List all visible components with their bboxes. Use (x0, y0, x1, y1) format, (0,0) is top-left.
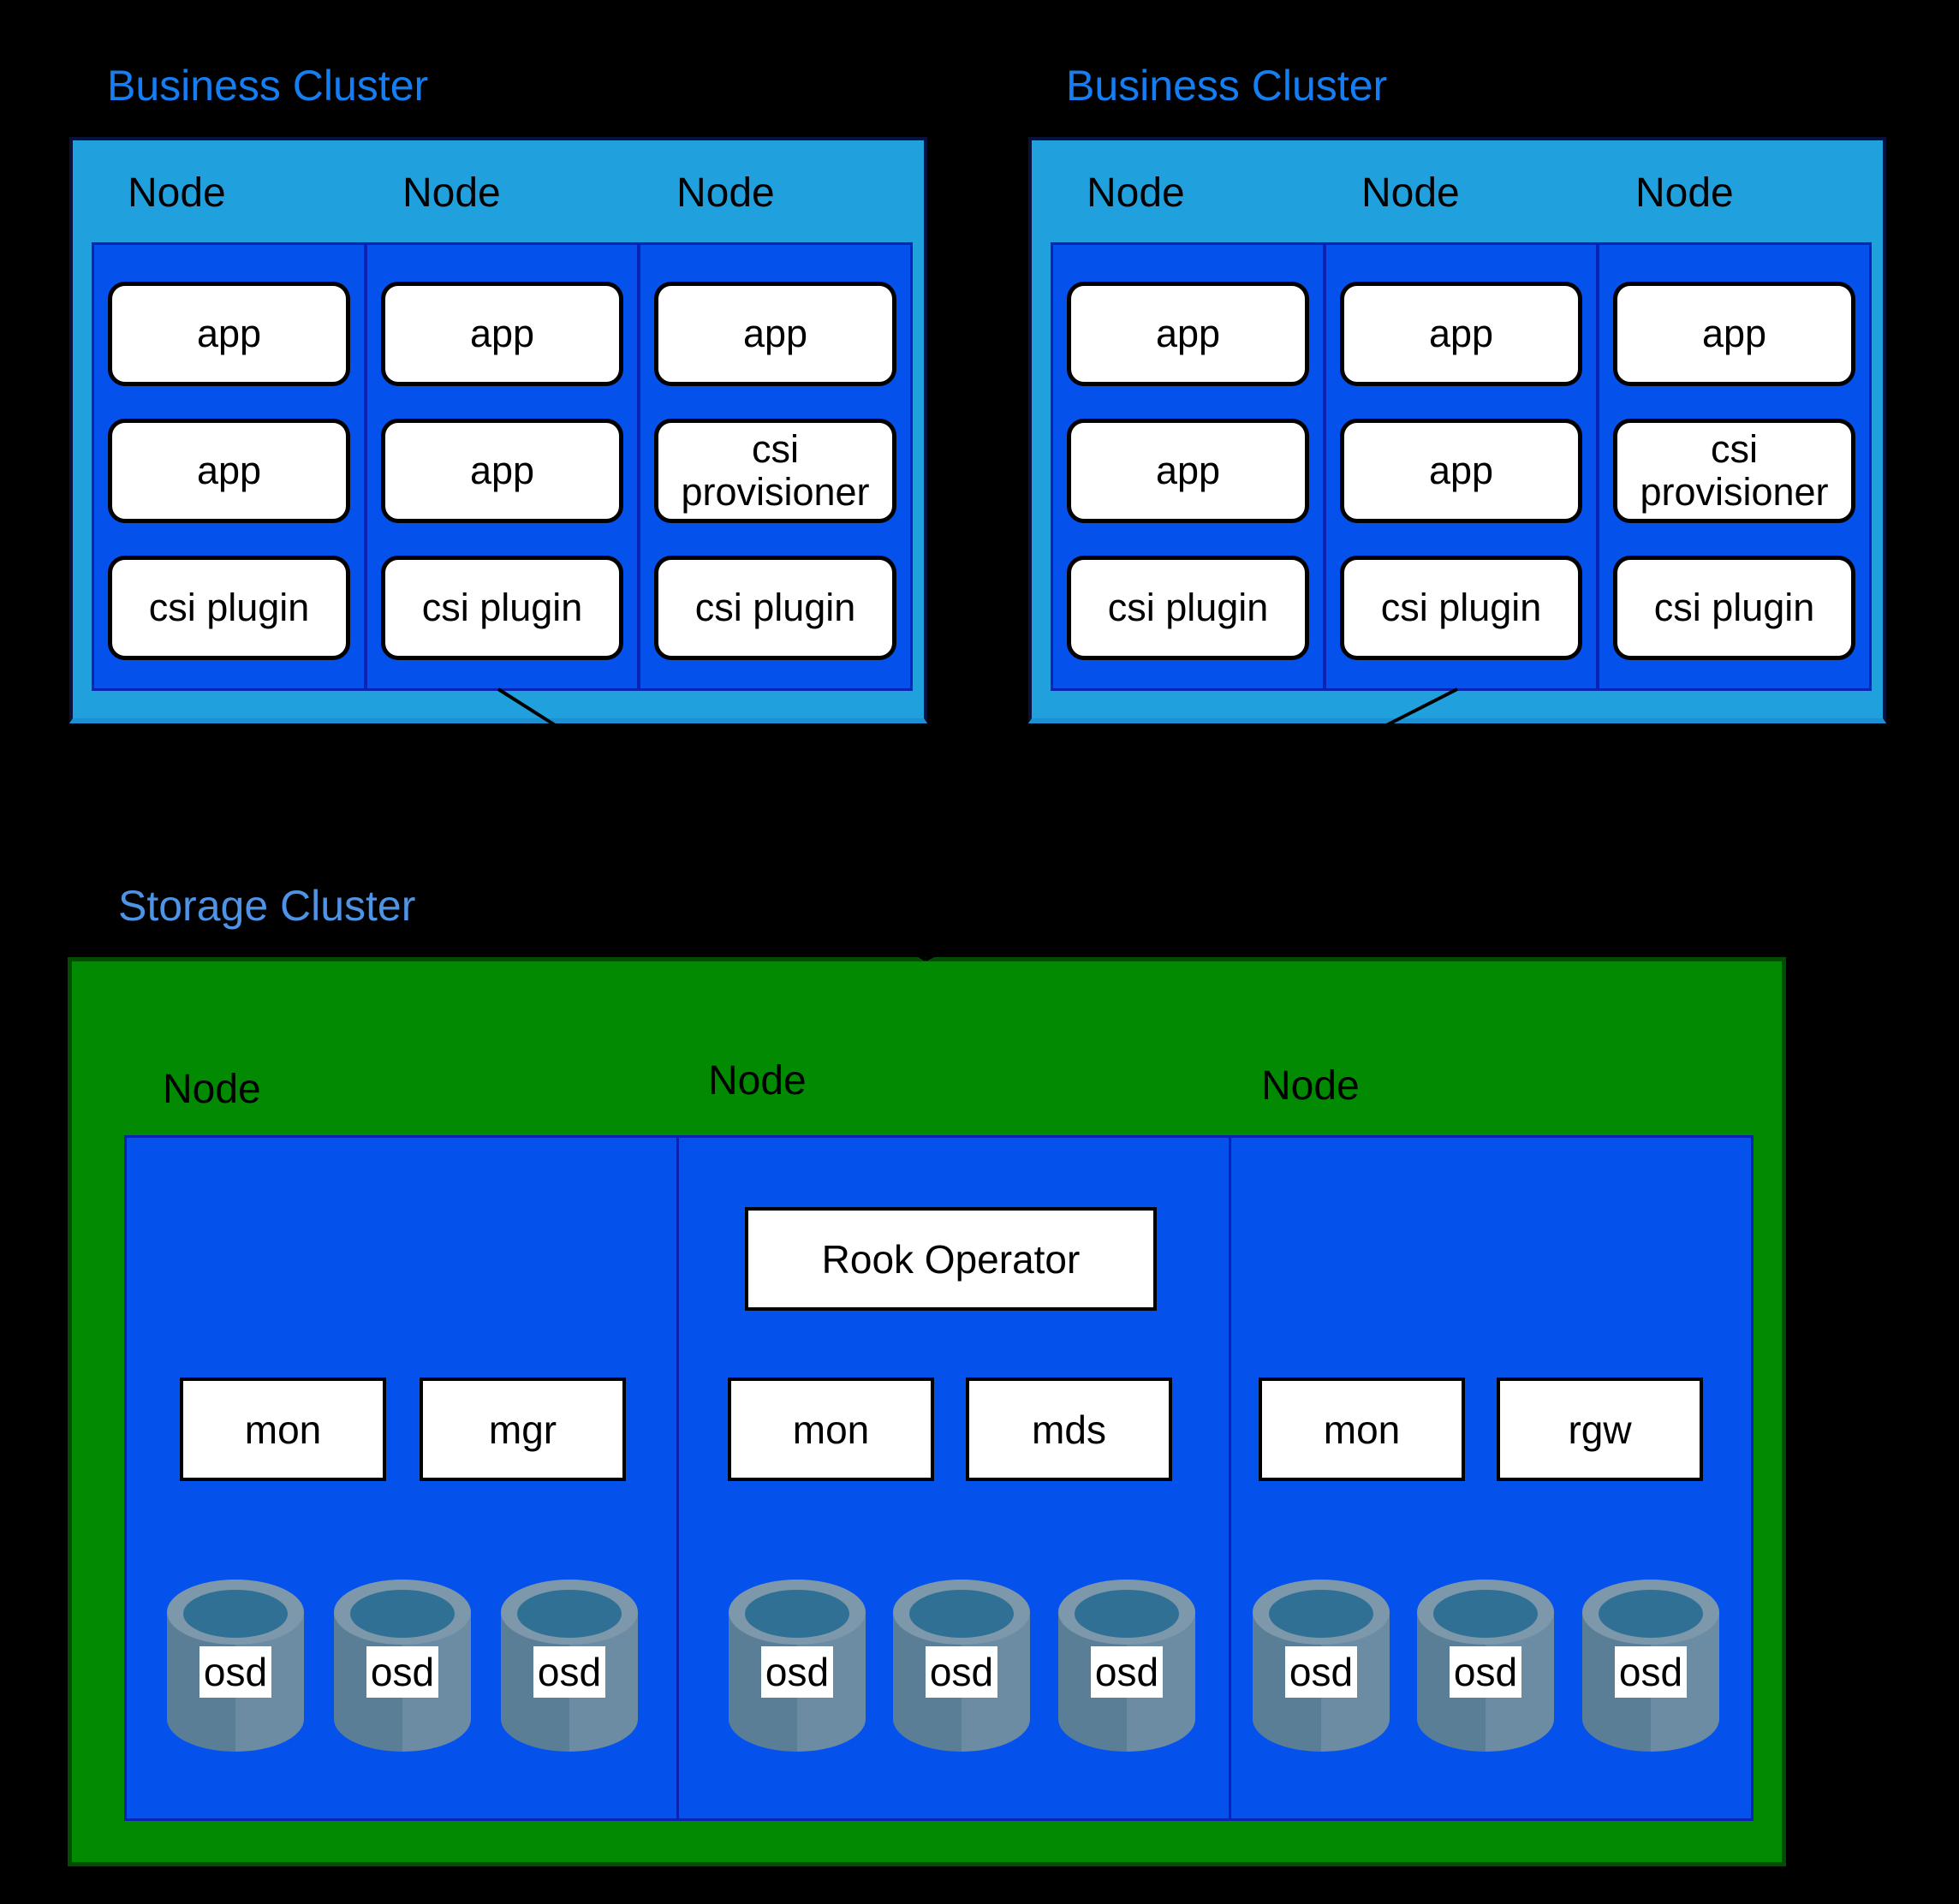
app-pod: app (1613, 282, 1855, 386)
osd-pod: osd (1285, 1646, 1357, 1698)
business-cluster-title-1: Business Cluster (107, 62, 429, 110)
storage-node-column: Rook Operator mon mds osd osd osd (676, 1138, 1229, 1818)
node-column: app csi provisioner csi plugin (637, 245, 910, 688)
osd-cylinder: osd (1253, 1580, 1390, 1752)
app-pod: app (1340, 419, 1582, 523)
connector-line-left (497, 687, 927, 961)
osd-pod: osd (366, 1646, 438, 1698)
osd-cylinder: osd (1582, 1580, 1719, 1752)
osd-cylinder: osd (501, 1580, 638, 1752)
mon-daemon: mon (728, 1377, 934, 1481)
node-label: Node (1635, 170, 1734, 216)
osd-pod: osd (926, 1646, 997, 1698)
business-cluster-box-1: Node Node Node app app csi plugin app ap… (69, 137, 927, 723)
node-label: Node (128, 170, 226, 216)
osd-pod: osd (199, 1646, 271, 1698)
app-pod: app (108, 419, 350, 523)
csi-provisioner-pod: csi provisioner (1613, 419, 1855, 523)
osd-pod: osd (1450, 1646, 1521, 1698)
rgw-daemon: rgw (1497, 1377, 1703, 1481)
app-pod: app (108, 282, 350, 386)
app-pod: app (1340, 282, 1582, 386)
osd-pod: osd (1091, 1646, 1163, 1698)
node-label: Node (676, 170, 775, 216)
node-label: Node (402, 170, 501, 216)
csi-plugin-pod: csi plugin (1067, 556, 1309, 660)
node-column: app app csi plugin (1323, 245, 1596, 688)
osd-cylinder: osd (729, 1580, 866, 1752)
osd-pod: osd (533, 1646, 605, 1698)
csi-plugin-pod: csi plugin (1340, 556, 1582, 660)
business-cluster-title-2: Business Cluster (1066, 62, 1388, 110)
node-column: app app csi plugin (364, 245, 637, 688)
node-column: app app csi plugin (94, 245, 364, 688)
node-column: app app csi plugin (1053, 245, 1323, 688)
csi-plugin-pod: csi plugin (381, 556, 623, 660)
csi-plugin-pod: csi plugin (108, 556, 350, 660)
storage-node-column: mon mgr osd osd (127, 1138, 676, 1818)
osd-pod: osd (1615, 1646, 1687, 1698)
storage-pod-area: mon mgr osd osd (124, 1135, 1754, 1821)
storage-cluster-box: Node Node Node mon mgr osd (68, 957, 1786, 1866)
osd-cylinder: osd (893, 1580, 1030, 1752)
osd-cylinder: osd (1058, 1580, 1195, 1752)
osd-cylinder: osd (167, 1580, 304, 1752)
mon-daemon: mon (180, 1377, 386, 1481)
app-pod: app (381, 419, 623, 523)
mon-daemon: mon (1259, 1377, 1465, 1481)
node-label: Node (1361, 170, 1460, 216)
app-pod: app (654, 282, 896, 386)
node-label: Node (163, 1067, 261, 1112)
osd-cylinder: osd (1417, 1580, 1554, 1752)
connector-line-right (925, 687, 1458, 961)
business-cluster-box-2: Node Node Node app app csi plugin app ap… (1028, 137, 1886, 723)
node-column: app csi provisioner csi plugin (1596, 245, 1869, 688)
csi-plugin-pod: csi plugin (1613, 556, 1855, 660)
business-pod-area: app app csi plugin app app csi plugin ap… (1051, 242, 1872, 691)
storage-cluster-title: Storage Cluster (118, 882, 416, 930)
business-pod-area: app app csi plugin app app csi plugin ap… (92, 242, 913, 691)
node-label: Node (708, 1058, 807, 1104)
storage-node-column: mon rgw osd osd osd (1229, 1138, 1756, 1818)
rook-operator-pod: Rook Operator (745, 1207, 1157, 1311)
osd-cylinder: osd (334, 1580, 471, 1752)
csi-plugin-pod: csi plugin (654, 556, 896, 660)
mgr-daemon: mgr (420, 1377, 626, 1481)
csi-provisioner-pod: csi provisioner (654, 419, 896, 523)
app-pod: app (381, 282, 623, 386)
node-label: Node (1087, 170, 1185, 216)
osd-pod: osd (761, 1646, 833, 1698)
app-pod: app (1067, 282, 1309, 386)
app-pod: app (1067, 419, 1309, 523)
node-label: Node (1261, 1063, 1360, 1109)
mds-daemon: mds (966, 1377, 1172, 1481)
